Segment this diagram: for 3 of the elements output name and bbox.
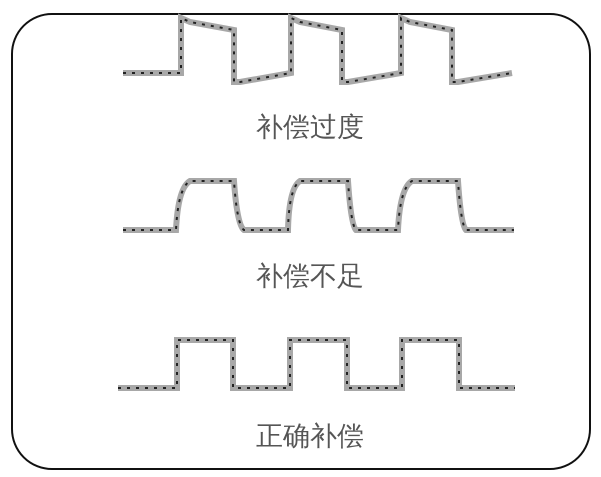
waveform-caption: 补偿过度: [256, 112, 364, 144]
waveform-caption: 补偿不足: [256, 261, 364, 293]
waveform-caption: 正确补偿: [256, 421, 364, 453]
